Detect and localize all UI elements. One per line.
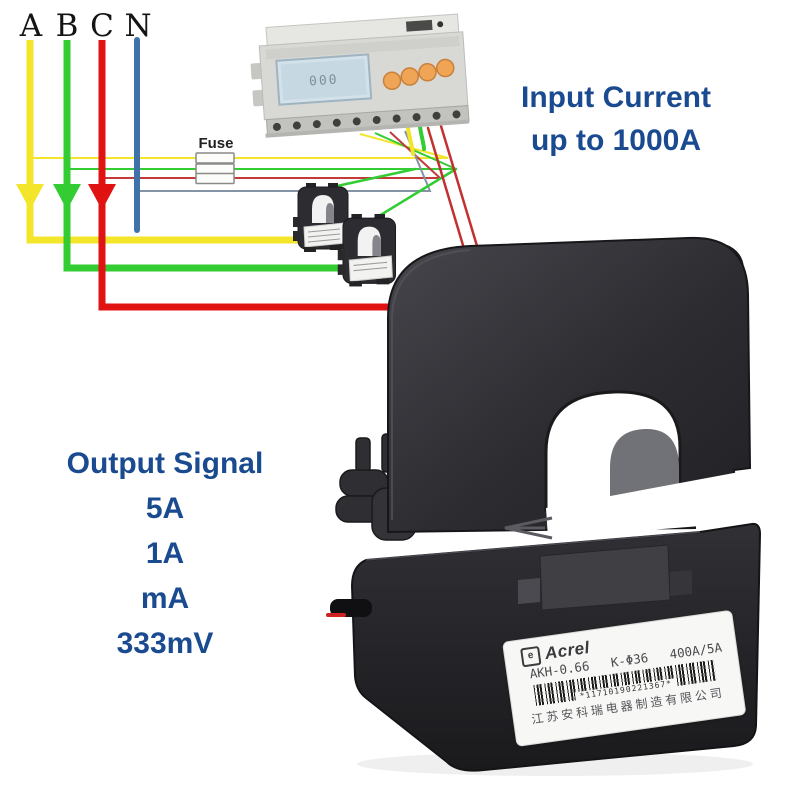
hinge-fin <box>355 437 371 473</box>
meter-comm-port <box>405 19 433 32</box>
meter-button <box>382 71 402 91</box>
ct2-foot <box>376 279 390 285</box>
phase-label-b: B <box>55 8 79 44</box>
ct1-foot <box>304 247 316 252</box>
meter-stub-yellow <box>406 126 415 156</box>
ct1-lead-green <box>326 167 417 190</box>
ct1-window-core <box>326 203 334 223</box>
product-boss-notch <box>518 578 540 604</box>
meter-terminal-screws <box>272 110 461 131</box>
meter-button <box>418 63 437 82</box>
ct2-label-line <box>353 261 388 266</box>
ct1-label-line <box>307 233 341 238</box>
input-current-line2: up to 1000A <box>530 124 702 157</box>
wire-b-primary <box>63 40 354 272</box>
arrow-c-icon <box>88 184 116 210</box>
output-signal-item: 333mV <box>116 627 214 660</box>
ct2-window-core <box>372 235 381 256</box>
ct1-nub <box>306 183 316 189</box>
big-ct-lead-red-1 <box>426 126 470 264</box>
meter-led <box>437 21 444 28</box>
ct1-side-tab <box>293 231 300 241</box>
fuse-b <box>195 163 235 175</box>
ct2-nub <box>351 214 362 221</box>
fuse-c <box>195 172 235 185</box>
product-boss-notch <box>670 570 692 596</box>
output-signal-title: Output Signal <box>66 447 264 480</box>
meter-bottom-edge <box>265 119 470 138</box>
acrel-logo-icon: e <box>520 645 542 667</box>
small-ct-2 <box>337 214 397 287</box>
phase-label-a: A <box>19 8 43 44</box>
meter-stub-green <box>418 125 426 151</box>
meter-face-strip <box>265 35 460 60</box>
ct2-side-tab <box>337 249 346 261</box>
ct2-side-tab <box>337 264 346 275</box>
ct1-side-tab <box>293 217 300 227</box>
bus-wire-n <box>137 130 432 192</box>
meter-din-clip <box>250 62 264 80</box>
wire-a-primary <box>26 40 312 244</box>
ct1-label-line <box>307 238 341 243</box>
meter-buttons <box>382 58 455 91</box>
fuse-caption: Fuse <box>198 135 234 152</box>
product-cable <box>330 599 372 617</box>
product-boss <box>539 544 671 611</box>
ct2-nub <box>374 214 385 221</box>
ct1-label-line <box>307 228 341 233</box>
input-current-line1: Input Current <box>521 81 711 114</box>
meter-din-clip <box>252 89 266 107</box>
output-signal-item: mA <box>140 582 190 615</box>
meter-lcd-text: 000 <box>309 73 339 90</box>
energy-meter: 000 <box>250 13 470 138</box>
bottom-half-top-edge <box>365 531 701 561</box>
ct-lead-wires <box>326 124 482 264</box>
input-current-annotation: Input Current up to 1000A <box>498 76 734 162</box>
arrow-b-icon <box>53 184 81 210</box>
bus-wire-a <box>30 133 449 159</box>
product-cable-red-lead <box>326 613 346 617</box>
meter-button <box>435 58 455 78</box>
wire-arrowheads <box>16 184 116 210</box>
ct1-nub <box>328 183 338 189</box>
small-ct-1 <box>293 183 349 252</box>
meter-lcd-inner <box>280 58 367 101</box>
arrow-a-icon <box>16 184 44 210</box>
meter-button <box>400 67 420 86</box>
fuses <box>195 152 235 185</box>
output-signal-item: 1A <box>145 537 185 570</box>
phase-label-c: C <box>90 8 114 44</box>
output-signal-item: 5A <box>145 492 185 525</box>
product-edge-highlight <box>391 249 471 520</box>
ct2-label-line <box>353 267 388 272</box>
ct2-foot <box>349 281 362 287</box>
fuse-a <box>195 152 235 164</box>
phase-label-n: N <box>124 8 152 44</box>
big-ct-lead-red-2 <box>439 124 482 258</box>
ct1-foot <box>330 245 342 250</box>
product-gap <box>546 470 752 538</box>
output-signal-annotation: Output Signal 5A 1A mA 333mV <box>35 441 295 666</box>
